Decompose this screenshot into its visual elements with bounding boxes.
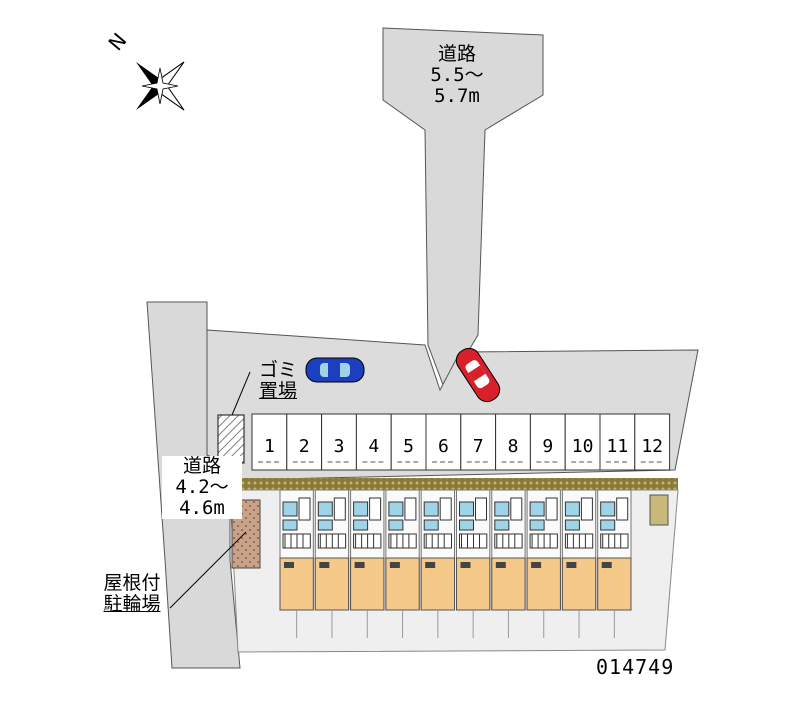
- bicycle-label-1: 屋根付: [103, 572, 161, 594]
- north-label: N: [103, 28, 131, 55]
- apartment-unit: [597, 489, 632, 638]
- apartment-unit: [385, 489, 420, 638]
- bicycle-parking-label: 屋根付 駐輪場: [92, 573, 172, 615]
- entrance: [649, 494, 669, 526]
- parking-slot: [599, 413, 636, 471]
- parking-slot-number: 5: [403, 436, 415, 457]
- parking-slot-number: 10: [571, 436, 594, 457]
- parking-slot-number: 4: [368, 436, 380, 457]
- side-road-width-2: 4.6m: [179, 497, 225, 519]
- apartment-unit: [561, 489, 597, 638]
- parking-slot-number: 3: [333, 436, 345, 457]
- apartment-unit: [420, 489, 456, 638]
- apartment-unit: [350, 489, 385, 638]
- parking-slot-number: 11: [606, 436, 629, 457]
- apartment-unit: [491, 489, 526, 638]
- parking-slot-number: 2: [298, 436, 310, 457]
- apartment-units: [279, 489, 632, 638]
- hedge-strip: [230, 478, 678, 490]
- parking-slot: [425, 413, 462, 471]
- parking-slot-number: 12: [641, 436, 664, 457]
- parking-slot: [495, 413, 531, 471]
- parking-slot: [321, 413, 357, 471]
- blue-car: [305, 357, 365, 383]
- parking-slots: [251, 413, 671, 471]
- side-road-width-1: 4.2～: [175, 476, 229, 498]
- parking-slot-number: 6: [437, 436, 449, 457]
- apartment-unit: [526, 489, 561, 638]
- main-road-label: 道路 5.5～ 5.7m: [412, 44, 502, 107]
- main-road-width-1: 5.5～: [430, 64, 484, 86]
- main-road-name: 道路: [437, 43, 476, 65]
- apartment-unit: [314, 489, 350, 638]
- parking-slot: [529, 413, 566, 471]
- apartment-unit: [456, 489, 491, 638]
- garbage-label-1: ゴミ: [258, 359, 297, 381]
- parking-slot-number: 9: [542, 436, 554, 457]
- bicycle-label-2: 駐輪場: [103, 593, 161, 615]
- garbage-label-2: 置場: [258, 380, 297, 402]
- side-road-label: 道路 4.2～ 4.6m: [162, 456, 242, 519]
- garbage-leader-line: [231, 371, 251, 416]
- garbage-label: ゴミ 置場: [248, 360, 308, 402]
- compass-rose-icon: [135, 61, 185, 111]
- parking-slot: [634, 413, 671, 471]
- parking-slot-number: 7: [472, 436, 484, 457]
- parking-slot-number: 8: [507, 436, 519, 457]
- side-road-name: 道路: [182, 455, 221, 477]
- parking-slot-number: 1: [263, 436, 275, 457]
- parking-slot: [564, 413, 601, 471]
- parking-slot: [460, 413, 497, 471]
- apartment-unit: [279, 489, 314, 638]
- property-code: 014749: [596, 655, 675, 679]
- red-car: [455, 347, 501, 403]
- main-road-width-2: 5.7m: [434, 85, 480, 107]
- bike-leader-line: [169, 531, 247, 609]
